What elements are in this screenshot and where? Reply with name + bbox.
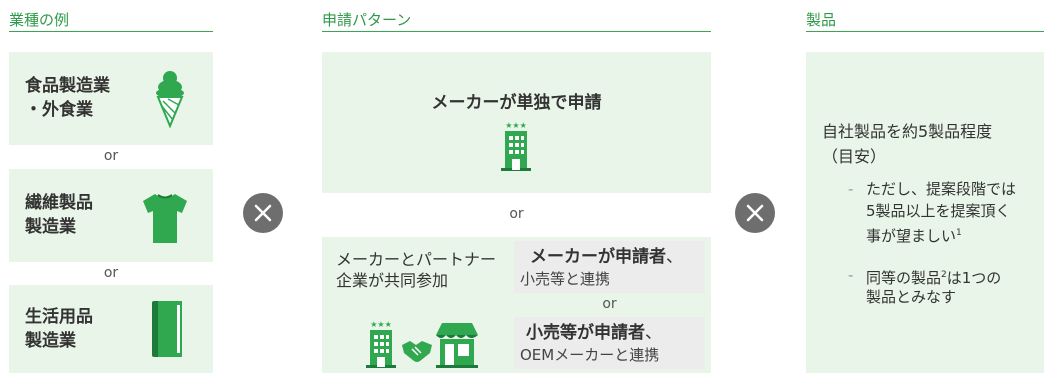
building-icon: ★★★ [366, 320, 396, 368]
option-maker-emphasis: メーカーが申請者 [530, 247, 666, 267]
bullet2-line2: 製品とみなす [866, 288, 957, 306]
svg-text:★★★: ★★★ [505, 121, 527, 130]
bullet2-line1-a: 同等の製品 [866, 269, 942, 287]
option-maker-applicant: メーカーが申請者、 小売等と連携 [514, 241, 705, 293]
bullet1-line1: ただし、提案段階では [866, 180, 1017, 198]
or-label: or [103, 265, 119, 281]
bullet1-line3: 事が望ましい1 [866, 222, 962, 247]
tshirt-icon [143, 194, 187, 243]
multiply-icon [735, 193, 775, 233]
store-icon [436, 323, 478, 368]
pattern-card-joint: メーカーとパートナー 企業が共同参加 ★★★ メーカーが申請者、 小売等と連携 … [322, 237, 711, 373]
product-card: 自社製品を約5製品程度 （目安） - ただし、提案段階では 5製品以上を提案頂く… [806, 52, 1044, 373]
industry-label-line1: 生活用品 [25, 307, 93, 327]
industry-label-line2: 製造業 [25, 217, 76, 237]
industry-card-textile: 繊維製品 製造業 [9, 169, 213, 262]
bullet2-line1: 同等の製品2は1つの [866, 264, 1001, 289]
solo-pattern-label: メーカーが単独で申請 [431, 93, 602, 113]
option-retailer-applicant: 小売等が申請者、 OEMメーカーと連携 [514, 317, 705, 369]
option-retailer-comma: 、 [645, 323, 662, 343]
pattern-card-solo: メーカーが単独で申請 ★★★ [322, 52, 711, 193]
handshake-icon [402, 341, 432, 362]
pattern-header: 申請パターン [322, 11, 412, 29]
joint-pattern-label-line2: 企業が共同参加 [336, 271, 449, 290]
industry-card-household: 生活用品 製造業 [9, 285, 213, 373]
option-maker-comma: 、 [666, 247, 683, 267]
option-retailer-line2: OEMメーカーと連携 [520, 346, 660, 364]
multiply-icon [243, 193, 283, 233]
industry-card-food: 食品製造業 ・外食業 [9, 52, 213, 145]
product-header-divider [806, 31, 1044, 32]
industry-label-line2: 製造業 [25, 331, 76, 351]
bullet2-line1-b: は1つの [946, 269, 1002, 287]
industry-label-line1: 食品製造業 [25, 76, 110, 96]
industry-label-line2: ・外食業 [25, 100, 93, 120]
svg-text:★★★: ★★★ [370, 320, 392, 329]
footnote-1: 1 [956, 228, 962, 238]
industry-header: 業種の例 [9, 11, 70, 29]
footnote-2: 2 [941, 270, 947, 280]
building-icon: ★★★ [501, 121, 531, 171]
or-label: or [103, 148, 119, 164]
pattern-header-divider [322, 31, 711, 32]
bullet1-line2: 5製品以上を提案頂く [866, 202, 1011, 220]
joint-pattern-label-line1: メーカーとパートナー [336, 250, 497, 269]
option-maker-line2: 小売等と連携 [520, 270, 611, 288]
book-icon [152, 301, 182, 357]
option-maker-line1: メーカーが申請者、 [530, 246, 683, 268]
bullet-marker: - [848, 266, 854, 284]
option-retailer-emphasis: 小売等が申請者 [526, 323, 645, 343]
option-retailer-line1: 小売等が申請者、 [526, 322, 662, 344]
or-label: or [509, 206, 524, 222]
product-main-line1: 自社製品を約5製品程度 [822, 122, 993, 141]
industry-label-line1: 繊維製品 [25, 193, 93, 213]
or-label: or [602, 296, 617, 312]
bullet-marker: - [848, 180, 854, 198]
product-header: 製品 [806, 11, 837, 29]
product-main-line2: （目安） [822, 147, 887, 166]
industry-header-divider [9, 31, 213, 32]
bullet1-line3-text: 事が望ましい [866, 227, 957, 245]
ice-cream-icon [156, 71, 184, 128]
